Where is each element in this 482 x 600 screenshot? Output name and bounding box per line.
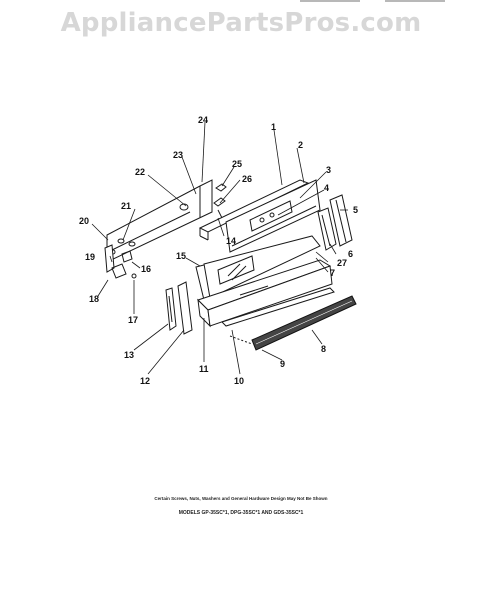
callout-label: 1 (271, 122, 276, 132)
callout-label: 20 (79, 216, 89, 226)
callout-label: 7 (330, 268, 335, 278)
callout-label: 22 (135, 167, 145, 177)
callout-label: 13 (124, 350, 134, 360)
control-panel-1 (198, 179, 310, 241)
callout-label: 4 (324, 183, 329, 193)
side-piece-13 (165, 287, 177, 331)
callout-label: 17 (128, 315, 138, 325)
callout-label: 19 (85, 252, 95, 262)
callout-label: 26 (242, 174, 252, 184)
callout-label: 8 (321, 344, 326, 354)
bracket-18-19-20 (104, 244, 137, 279)
bracket-25-26 (213, 183, 227, 219)
hardware-footnote: Certain Screws, Nuts, Washers and Genera… (154, 496, 328, 501)
control-panel-face (195, 235, 321, 301)
top-edge-line (385, 0, 445, 2)
callout-label: 15 (176, 251, 186, 261)
trim-strip-10 (221, 287, 335, 327)
side-cap-5 (329, 194, 353, 247)
callout-label: 25 (232, 159, 242, 169)
callout-label: 2 (298, 140, 303, 150)
callout-labels: 24 1 2 23 22 25 26 3 4 21 20 14 5 19 16 … (79, 115, 358, 386)
callout-label: 12 (140, 376, 150, 386)
model-numbers: MODELS GP-35SC*1, DPG-35SC*1 AND GDS-35S… (178, 510, 304, 516)
callout-label: 24 (198, 115, 208, 125)
callout-label: 27 (337, 258, 347, 268)
callout-label: 9 (280, 359, 285, 369)
watermark: AppliancePartsPros.com (60, 8, 422, 38)
callout-label: 3 (326, 165, 331, 175)
callout-label: 14 (226, 236, 236, 246)
top-edge-line (300, 0, 360, 2)
backguard-panel (106, 179, 213, 263)
callout-label: 21 (121, 201, 131, 211)
callout-label: 10 (234, 376, 244, 386)
callout-label: 11 (199, 364, 209, 374)
callout-label: 6 (348, 249, 353, 259)
callout-label: 18 (89, 294, 99, 304)
lower-panel-11 (197, 259, 333, 328)
side-cap-6 (317, 207, 337, 251)
callout-label: 16 (141, 264, 151, 274)
rear-trim-3 (225, 179, 321, 253)
callout-label: 23 (173, 150, 183, 160)
vent-grille-8 (229, 295, 357, 351)
callout-label: 5 (353, 205, 358, 215)
side-piece-12 (177, 281, 193, 335)
